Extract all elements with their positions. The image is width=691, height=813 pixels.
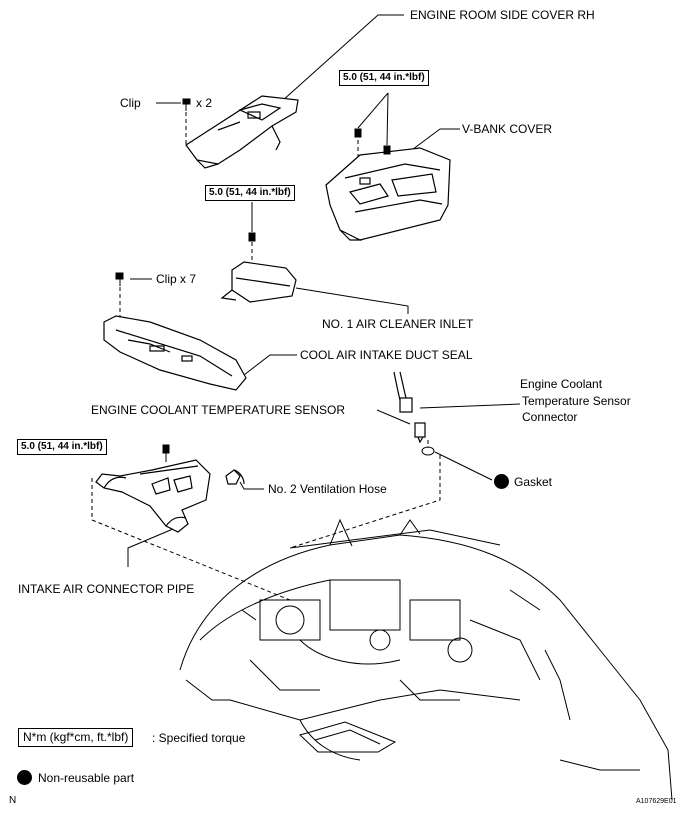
intake-pipe-shape — [95, 459, 211, 533]
legend-nonreusable-text: Non-reusable part — [38, 771, 135, 785]
label-x2: x 2 — [196, 96, 213, 110]
ect-sensor-shape — [414, 422, 426, 444]
clip-x2-fastener — [182, 98, 191, 111]
label-ect-connector-line1: Engine Coolant — [520, 377, 603, 391]
air-cleaner-inlet-shape — [220, 261, 297, 303]
ect-connector-shape — [393, 371, 413, 413]
label-engine-room-side-cover: ENGINE ROOM SIDE COVER RH — [410, 8, 595, 22]
label-no2-ventilation-hose: No. 2 Ventilation Hose — [268, 482, 387, 496]
legend-torque-box: N*m (kgf*cm, ft.*lbf) — [18, 728, 134, 747]
label-no1-air-cleaner-inlet: NO. 1 AIR CLEANER INLET — [322, 317, 474, 331]
gasket-ring — [421, 446, 435, 456]
footer-figure-id: A107629E01 — [636, 798, 677, 805]
clip-x7-fastener — [115, 272, 124, 286]
footer-left: N — [9, 795, 17, 806]
torque-spec-air-cleaner: 5.0 (51, 44 in.*lbf) — [205, 185, 295, 201]
label-clip: Clip — [120, 96, 141, 110]
label-v-bank-cover: V-BANK COVER — [462, 122, 553, 136]
torque-spec-connector-pipe: 5.0 (51, 44 in.*lbf) — [17, 439, 107, 455]
duct-seal-shape — [103, 315, 247, 391]
v-bank-cover-shape — [325, 147, 451, 241]
nonreusable-gasket-dot — [494, 474, 509, 489]
air-cleaner-bolt — [248, 232, 256, 242]
label-clip-x7: Clip x 7 — [156, 272, 197, 286]
label-intake-air-connector-pipe: INTAKE AIR CONNECTOR PIPE — [18, 582, 195, 596]
legend-torque-text: : Specified torque — [152, 731, 246, 745]
label-ect-connector-line3: Connector — [522, 410, 578, 424]
label-engine-coolant-temperature-sensor: ENGINE COOLANT TEMPERATURE SENSOR — [91, 403, 346, 417]
headlight — [299, 721, 640, 771]
legend-nonreusable-dot — [17, 770, 32, 785]
vehicle-engine-bay — [179, 518, 673, 801]
ventilation-hose-shape — [225, 469, 245, 485]
label-gasket: Gasket — [514, 475, 553, 489]
v-bank-bolts — [354, 128, 391, 155]
label-ect-connector-line2: Temperature Sensor — [522, 394, 631, 408]
engine-room-side-cover-shape — [185, 95, 299, 169]
label-cool-air-intake-duct-seal: COOL AIR INTAKE DUCT SEAL — [300, 348, 473, 362]
intake-pipe-bolt — [162, 444, 170, 454]
torque-spec-v-bank: 5.0 (51, 44 in.*lbf) — [339, 70, 429, 86]
